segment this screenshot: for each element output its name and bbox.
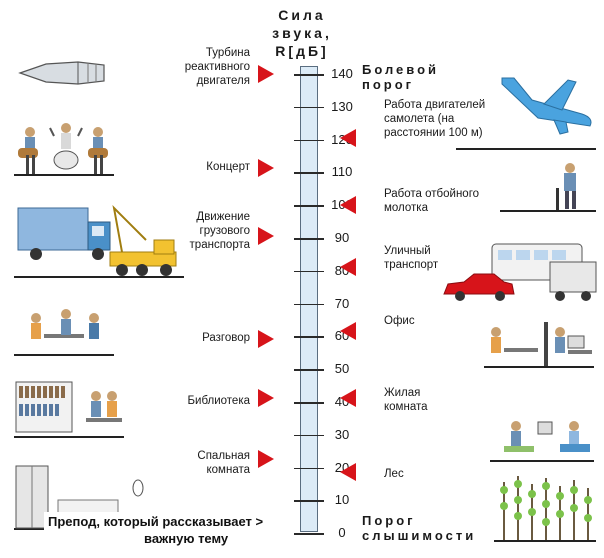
label-line: Лес — [384, 468, 404, 480]
title-line-2: звука, — [272, 25, 332, 41]
scale-tick-mark — [294, 533, 324, 535]
marker-library — [258, 389, 274, 407]
jackhammer-worker-illustration — [556, 163, 576, 210]
label-line: реактивного — [184, 61, 250, 73]
label-street: Уличный транспорт — [384, 244, 474, 272]
scale-tick-mark — [294, 467, 324, 470]
hammer-ground-line — [500, 210, 596, 212]
scale-tick-label: 70 — [334, 295, 350, 311]
label-line: Работа двигателей — [384, 99, 486, 111]
forest-illustration — [494, 476, 596, 542]
label-line: Концерт — [206, 161, 250, 173]
label-line: расстоянии 100 м) — [384, 127, 483, 139]
title-line-3: R[дБ] — [275, 43, 329, 59]
scale-tick-mark — [294, 172, 324, 174]
airplane-illustration — [501, 77, 592, 135]
scale-tick-label: 50 — [334, 361, 350, 377]
label-line: транспорт — [384, 259, 439, 271]
hearing-threshold-label: Порог слышимости — [362, 513, 476, 543]
scale-tick-mark — [294, 369, 324, 371]
label-traffic: Движение грузового транспорта — [160, 210, 250, 252]
label-bedroom: Спальная комната — [160, 449, 250, 477]
marker-street — [340, 258, 356, 276]
title-line-1: Сила — [278, 7, 326, 23]
scale-tick-label: 130 — [331, 98, 353, 114]
label-office: Офис — [384, 314, 444, 328]
scale-tick-label: 10 — [334, 492, 350, 508]
pain-threshold-label: Болевой порог — [362, 62, 439, 92]
scale-tick-label: 0 — [338, 525, 346, 541]
label-line: самолета (на — [384, 113, 455, 125]
scale-tick-label: 110 — [331, 164, 353, 180]
conversation-illustration — [14, 309, 114, 356]
label-line: Офис — [384, 315, 415, 327]
scale-tick-mark — [294, 238, 324, 240]
label-line: комната — [206, 464, 251, 476]
scale-tick-mark — [294, 303, 324, 306]
label-line: Уличный — [384, 245, 431, 257]
scale-tick-label: 90 — [334, 230, 350, 245]
caption-line-1: Препод, который рассказывает > — [48, 514, 264, 529]
label-line: Движение — [196, 211, 250, 223]
label-talk: Разговор — [160, 331, 250, 345]
caption-line-2: важную тему — [144, 531, 229, 546]
chart-title: Сила звука, R[дБ] — [262, 6, 342, 60]
label-hammer: Работа отбойного молотка — [384, 187, 504, 215]
scale-tick-label: 140 — [331, 66, 353, 81]
marker-talk — [258, 330, 274, 348]
label-line: Библиотека — [187, 395, 250, 407]
scale-tick-label: 30 — [334, 426, 350, 442]
label-line: грузового — [199, 225, 250, 237]
office-illustration — [484, 322, 594, 368]
street-traffic-illustration — [443, 243, 597, 301]
label-library: Библиотека — [160, 394, 250, 408]
scale-tick-mark — [294, 434, 324, 437]
marker-turbine — [258, 65, 274, 83]
concert-band-illustration — [14, 123, 114, 176]
scale-tick-mark — [294, 500, 324, 502]
label-line: Спальная — [197, 450, 250, 462]
marker-plane — [340, 129, 356, 147]
label-line: Разговор — [202, 332, 250, 344]
living-room-illustration — [490, 421, 594, 462]
marker-traffic — [258, 227, 274, 245]
label-line: Турбина — [205, 47, 250, 59]
truck-illustration — [14, 205, 184, 278]
marker-bedroom — [258, 450, 274, 468]
airplane-ground-line — [456, 148, 596, 150]
hearing-threshold-line-2: слышимости — [362, 528, 477, 543]
label-line: комната — [384, 401, 428, 413]
marker-hammer — [340, 196, 356, 214]
label-line: транспорта — [189, 239, 250, 251]
scale-tick-mark — [294, 106, 324, 109]
label-line: Работа отбойного — [384, 188, 480, 200]
scale-tick-mark — [294, 205, 324, 207]
marker-living — [340, 389, 356, 407]
label-line: молотка — [384, 202, 428, 214]
marker-forest — [340, 463, 356, 481]
hearing-threshold-line-1: Порог — [362, 513, 416, 528]
scale-tick-mark — [294, 74, 324, 76]
label-line: Жилая — [384, 387, 421, 399]
scale-tick-mark — [294, 336, 324, 338]
meme-caption: Препод, который рассказывает > важную те… — [44, 512, 268, 548]
scale-tick-mark — [294, 270, 324, 273]
pain-threshold-line-2: порог — [362, 77, 415, 92]
marker-concert — [258, 159, 274, 177]
label-forest: Лес — [384, 467, 444, 481]
label-plane: Работа двигателей самолета (на расстояни… — [384, 98, 514, 140]
jet-engine-illustration — [18, 61, 105, 85]
library-illustration — [14, 381, 124, 438]
scale-tick-mark — [294, 139, 324, 142]
label-living: Жилая комната — [384, 386, 464, 414]
pain-threshold-line-1: Болевой — [362, 62, 440, 77]
label-concert: Концерт — [160, 160, 250, 174]
label-turbine: Турбина реактивного двигателя — [160, 46, 250, 88]
marker-office — [340, 322, 356, 340]
label-line: двигателя — [196, 75, 250, 87]
scale-tick-mark — [294, 402, 324, 404]
decibel-scale-bar — [300, 66, 318, 532]
